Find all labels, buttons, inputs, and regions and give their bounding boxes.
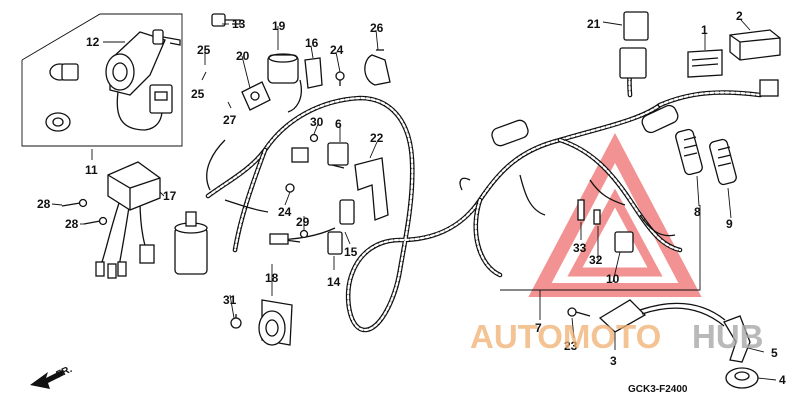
callout-28-lower: 28 bbox=[65, 217, 79, 231]
relay-20 bbox=[241, 81, 271, 111]
callout-27: 27 bbox=[223, 113, 237, 127]
screw-28-pair bbox=[61, 198, 108, 226]
wire-clamp-26 bbox=[364, 49, 391, 86]
leader-lines bbox=[51, 19, 777, 381]
rubber-boot-9 bbox=[709, 138, 737, 186]
watermark-text: AUTOMOTO HUB bbox=[470, 318, 764, 355]
diode-14 bbox=[269, 231, 343, 255]
callout-16: 16 bbox=[305, 36, 319, 50]
callout-24-upper: 24 bbox=[330, 43, 344, 57]
unit-2 bbox=[729, 29, 781, 97]
seal-4 bbox=[725, 367, 759, 389]
callout-12: 12 bbox=[86, 35, 100, 49]
callout-15: 15 bbox=[344, 245, 358, 259]
callout-13: 13 bbox=[232, 17, 246, 31]
callout-31: 31 bbox=[223, 293, 237, 307]
callout-3: 3 bbox=[610, 354, 617, 368]
ignition-coil-3 bbox=[598, 299, 726, 333]
callout-2: 2 bbox=[736, 9, 743, 23]
callout-14: 14 bbox=[327, 275, 341, 289]
key-icon bbox=[152, 13, 241, 46]
callout-18: 18 bbox=[265, 271, 279, 285]
regulator-rectifier bbox=[95, 161, 161, 279]
relay-19 bbox=[267, 53, 299, 84]
rubber-boot-8 bbox=[675, 128, 703, 176]
callout-8: 8 bbox=[694, 205, 701, 219]
horn bbox=[258, 299, 293, 346]
ignition-switch bbox=[105, 31, 173, 131]
callout-23: 23 bbox=[564, 339, 578, 353]
callout-25-upper: 25 bbox=[197, 43, 211, 57]
callout-20: 20 bbox=[236, 49, 250, 63]
callout-7: 7 bbox=[535, 321, 542, 335]
callout-labels: 12 13 25 25 20 19 16 24 26 27 11 17 28 2… bbox=[37, 9, 786, 387]
watermark-hub-text: HUB bbox=[692, 318, 764, 355]
callout-21: 21 bbox=[587, 17, 601, 31]
fuse-holder-32 bbox=[614, 231, 634, 253]
wire-clamp-16 bbox=[304, 57, 323, 89]
front-indicator-label: FR. bbox=[55, 364, 74, 381]
lock-cylinder bbox=[45, 63, 79, 132]
callout-4: 4 bbox=[779, 373, 786, 387]
relay-21 bbox=[619, 11, 649, 79]
bolt-33 bbox=[577, 199, 601, 225]
harness-coil-left bbox=[491, 104, 679, 147]
callout-24-middle: 24 bbox=[278, 205, 292, 219]
callout-9: 9 bbox=[726, 217, 733, 231]
bolt-31 bbox=[230, 314, 242, 329]
resistor-15 bbox=[339, 199, 355, 225]
callout-11: 11 bbox=[85, 163, 98, 177]
callout-1: 1 bbox=[701, 23, 708, 37]
watermark-triangle-logo bbox=[528, 133, 702, 297]
callout-26: 26 bbox=[370, 21, 384, 35]
callout-22: 22 bbox=[370, 131, 384, 145]
callout-19: 19 bbox=[272, 19, 286, 33]
callout-33: 33 bbox=[573, 241, 587, 255]
watermark-auto-text: AUTOMOTO bbox=[470, 318, 661, 355]
callout-28-upper: 28 bbox=[37, 197, 51, 211]
callout-17: 17 bbox=[163, 189, 177, 203]
front-arrow-icon bbox=[30, 370, 64, 389]
figure-code: GCK3-F2400 bbox=[628, 384, 688, 395]
callout-6: 6 bbox=[335, 117, 342, 131]
callout-29: 29 bbox=[296, 215, 310, 229]
bolt-24-mid bbox=[285, 183, 295, 193]
relay-6 bbox=[327, 142, 349, 169]
callout-5: 5 bbox=[771, 346, 778, 360]
callout-10: 10 bbox=[606, 272, 620, 286]
bolt-24-top bbox=[335, 71, 345, 86]
callout-30: 30 bbox=[310, 115, 324, 129]
bolt-23 bbox=[567, 307, 591, 317]
bracket-22 bbox=[354, 157, 389, 221]
bolt-29 bbox=[299, 229, 309, 239]
unit-1 bbox=[687, 49, 723, 78]
plug-cap-5 bbox=[723, 315, 751, 363]
ignition-set-frame bbox=[21, 13, 183, 147]
bolt-30 bbox=[291, 133, 319, 163]
capacitor-cylinder bbox=[174, 211, 208, 275]
callout-25-lower: 25 bbox=[191, 87, 205, 101]
callout-32: 32 bbox=[589, 253, 603, 267]
